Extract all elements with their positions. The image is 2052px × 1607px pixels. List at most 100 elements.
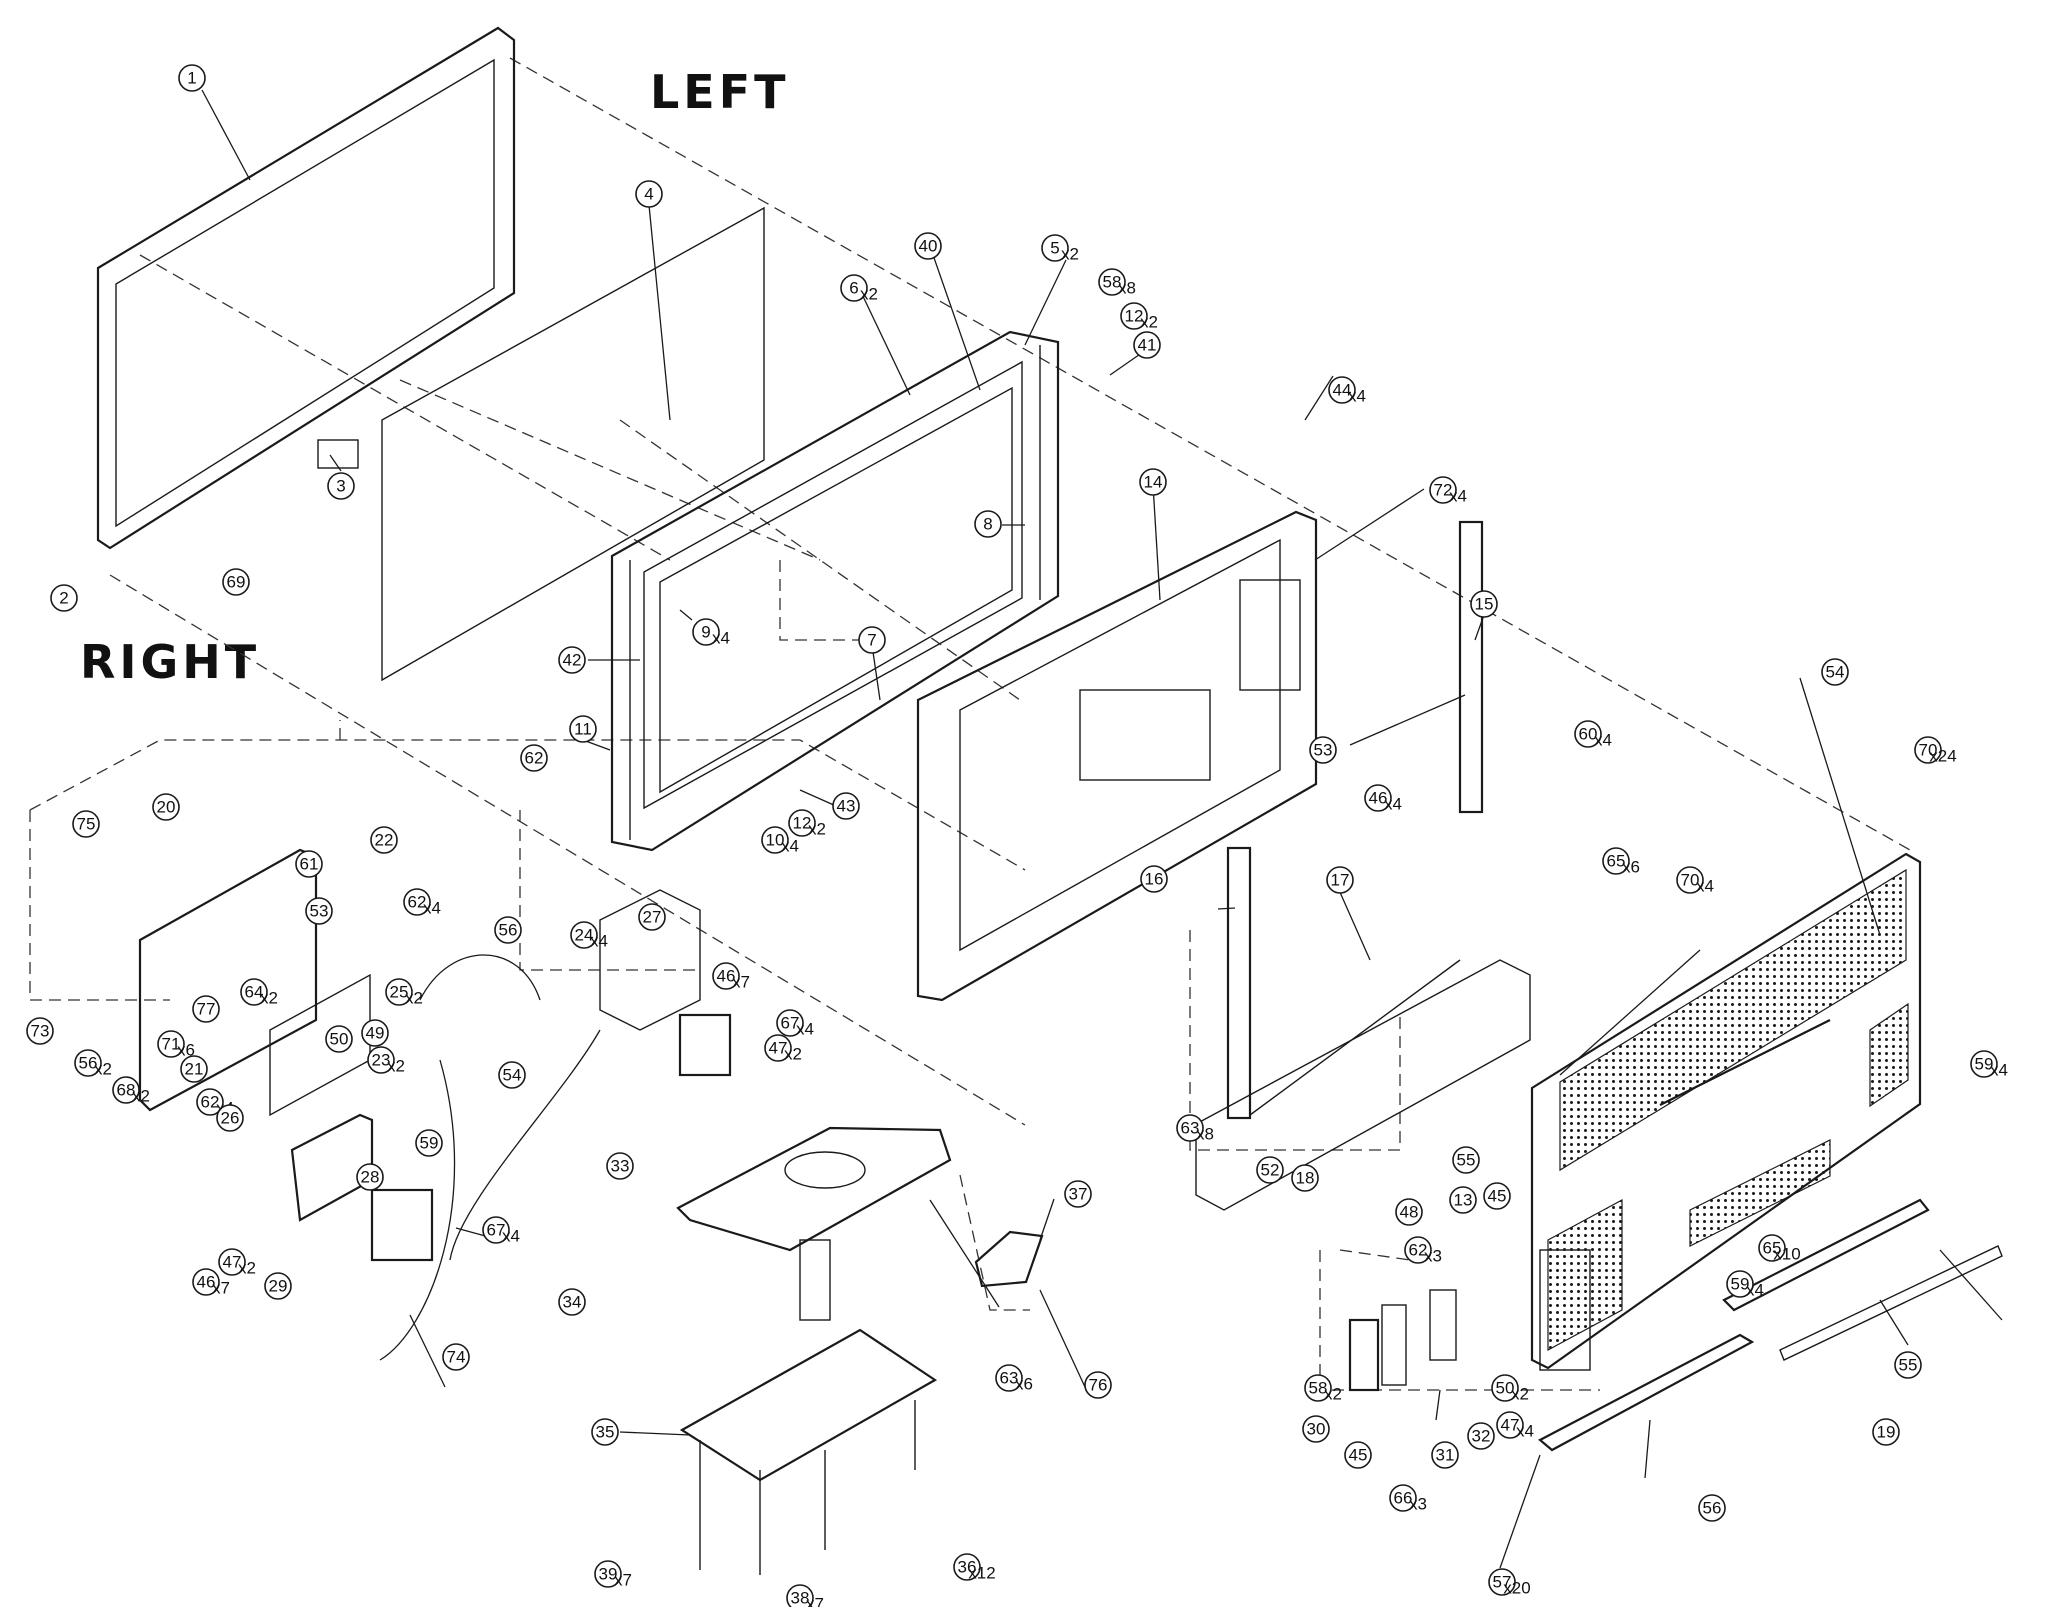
callout-number: 5 — [1050, 239, 1059, 258]
callout-circle — [1574, 720, 1602, 748]
callout-circle — [356, 1163, 384, 1191]
callout-number: 23 — [372, 1051, 391, 1070]
stand-frame — [1195, 520, 1531, 1211]
callout-circle — [570, 921, 598, 949]
callout-number: 60 — [1579, 725, 1598, 744]
callout-17: 17 — [1326, 866, 1354, 894]
callout-circle — [569, 715, 597, 743]
callout-22: 22 — [370, 826, 398, 854]
callout-circle — [764, 1034, 792, 1062]
callout-76: 76 — [1084, 1371, 1112, 1399]
callout-number: 46 — [717, 967, 736, 986]
callout-75: 75 — [72, 810, 100, 838]
callout-30: 30 — [1302, 1415, 1330, 1443]
callout-quantity: x2 — [94, 1060, 112, 1079]
callout-circle — [786, 1584, 814, 1607]
callout-quantity: x3 — [1424, 1247, 1442, 1266]
side-terminal-brackets — [1348, 1249, 1591, 1392]
callout-3: 3 — [327, 472, 355, 500]
callout-number: 75 — [77, 815, 96, 834]
callout-56: 56 — [494, 916, 522, 944]
callout-number: 59 — [1975, 1055, 1994, 1074]
callout-circle — [72, 810, 100, 838]
callout-circle — [1084, 1371, 1112, 1399]
callout-number: 76 — [1089, 1376, 1108, 1395]
callout-quantity: x2 — [1140, 313, 1158, 332]
callout-number: 53 — [310, 902, 329, 921]
callout-8: 8 — [974, 510, 1002, 538]
callout-quantity: x2 — [1324, 1385, 1342, 1404]
callout-number: 61 — [300, 855, 319, 874]
callout-quantity: x6 — [177, 1041, 195, 1060]
callout-33: 33 — [606, 1152, 634, 1180]
callout-number: 32 — [1472, 1427, 1491, 1446]
callout-quantity: x4 — [1384, 795, 1402, 814]
callout-32: 32 — [1467, 1422, 1495, 1450]
callout-circle — [1309, 736, 1337, 764]
callout-number: 25 — [390, 983, 409, 1002]
badge-bracket — [317, 439, 359, 469]
callout-circle — [1041, 234, 1069, 262]
callout-circle — [1449, 1186, 1477, 1214]
callout-circle — [594, 1560, 622, 1588]
callout-number: 71 — [162, 1035, 181, 1054]
callout-number: 50 — [1496, 1379, 1515, 1398]
callout-number: 66 — [1394, 1489, 1413, 1508]
callout-quantity: x10 — [1773, 1245, 1800, 1264]
callout-number: 55 — [1457, 1151, 1476, 1170]
callout-number: 18 — [1296, 1169, 1315, 1188]
rear-cabinet — [1530, 852, 1922, 1370]
callout-circle — [1483, 1182, 1511, 1210]
callout-quantity: x4 — [781, 837, 799, 856]
front-bezel — [96, 26, 516, 550]
callout-circle — [638, 903, 666, 931]
callout-circle — [953, 1553, 981, 1581]
callout-circle — [1470, 590, 1498, 618]
callout-circle — [788, 809, 816, 837]
callout-circle — [152, 793, 180, 821]
callout-quantity: x4 — [1449, 487, 1467, 506]
callout-quantity: x6 — [1622, 858, 1640, 877]
callout-number: 62 — [1409, 1241, 1428, 1260]
callout-circle — [1139, 468, 1167, 496]
callout-49: 49 — [361, 1019, 389, 1047]
callout-circle — [858, 626, 886, 654]
callout-55: 55 — [1452, 1146, 1480, 1174]
callout-number: 10 — [766, 831, 785, 850]
callout-15: 15 — [1470, 590, 1498, 618]
callout-number: 15 — [1475, 595, 1494, 614]
callout-number: 62 — [201, 1093, 220, 1112]
callout-number: 12 — [793, 814, 812, 833]
callout-61: 61 — [295, 850, 323, 878]
callout-quantity: x6 — [1015, 1375, 1033, 1394]
callout-21: 21 — [180, 1055, 208, 1083]
callout-circle — [995, 1364, 1023, 1392]
callout-62: 62 — [520, 744, 548, 772]
callout-number: 20 — [157, 798, 176, 817]
callout-quantity: x4 — [1348, 387, 1366, 406]
callout-7: 7 — [858, 626, 886, 654]
callout-number: 63 — [1000, 1369, 1019, 1388]
callout-quantity: x7 — [212, 1279, 230, 1298]
callout-number: 62 — [525, 749, 544, 768]
callout-number: 12 — [1125, 307, 1144, 326]
callout-number: 64 — [245, 983, 264, 1002]
callout-quantity: x4 — [1990, 1061, 2008, 1080]
callout-number: 55 — [1899, 1356, 1918, 1375]
callout-circle — [558, 1288, 586, 1316]
